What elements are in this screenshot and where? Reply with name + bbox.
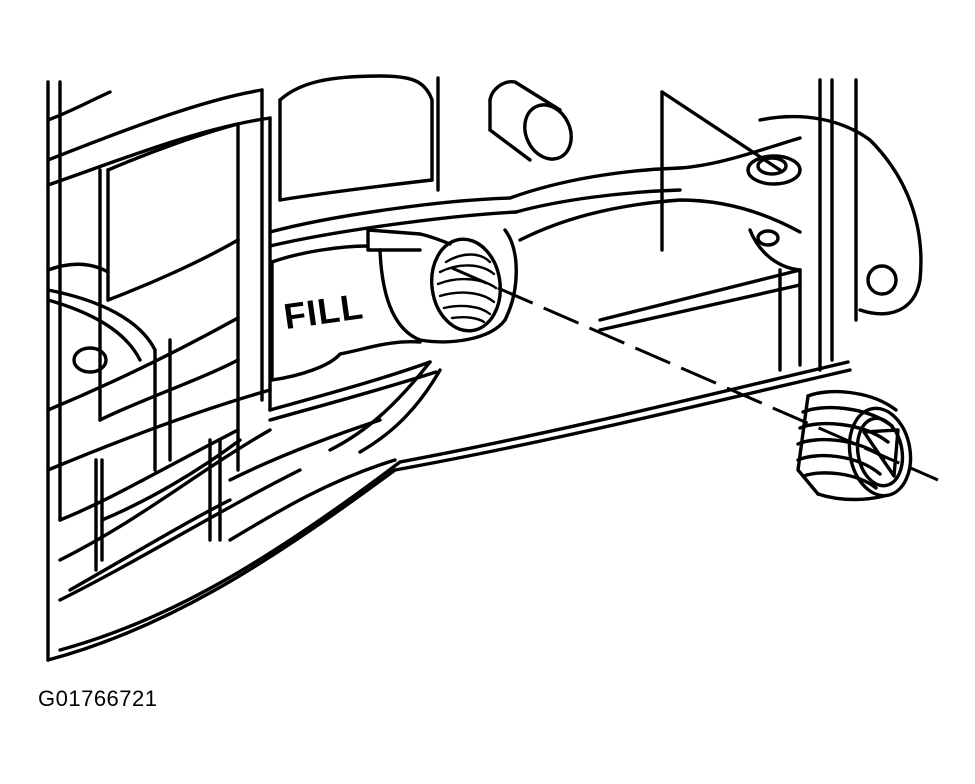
figure-id: G01766721 [38, 686, 158, 711]
case-ribs-lower [46, 238, 442, 602]
fill-port-boss [366, 228, 518, 344]
alignment-centerline [451, 266, 939, 482]
fill-plug [796, 390, 913, 502]
fill-label-plate [270, 244, 422, 382]
case-housing-right [72, 78, 923, 374]
case-ribs-upper [46, 74, 518, 522]
case-stud [488, 80, 573, 162]
transmission-case-outline [46, 80, 852, 662]
